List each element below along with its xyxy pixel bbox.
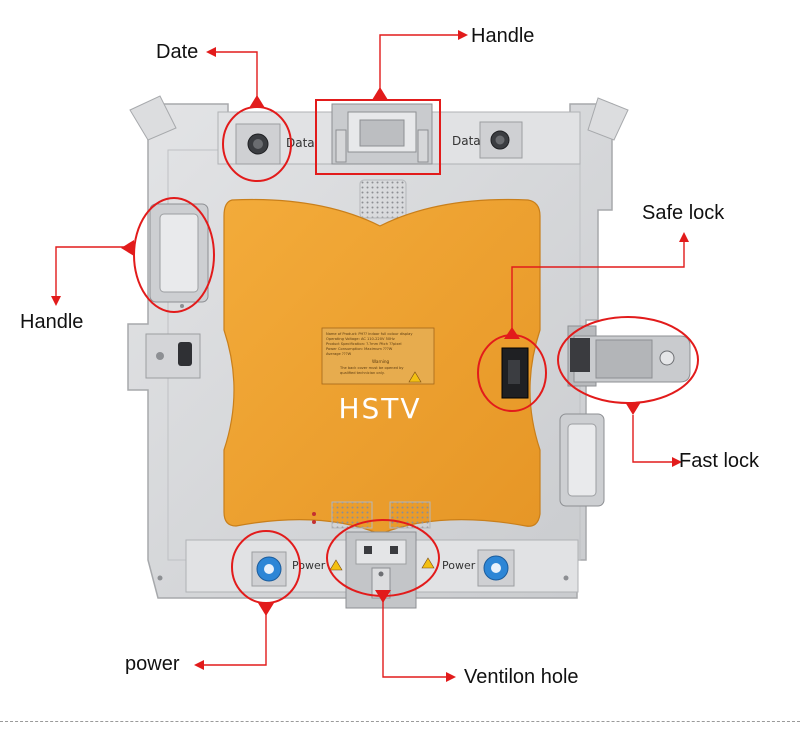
brand-logo: HSTV [338, 392, 421, 425]
status-led-2 [312, 520, 316, 524]
ethercon-connector-icon [253, 139, 263, 149]
safe-lock [501, 347, 529, 399]
data-label-right: Data [452, 134, 481, 148]
power-port-right [477, 549, 515, 587]
callout-fast-lock: Fast lock [679, 450, 760, 472]
bottom-vent-grille-left [331, 501, 373, 529]
power-label-left: Power [292, 559, 326, 572]
handle-left-leader-line [55, 246, 134, 296]
spec-line-7: The back cover must be opened by [339, 366, 404, 370]
corner-bracket-left [129, 95, 177, 141]
callout-handle-left: Handle [20, 311, 84, 333]
led-cabinet: Name of Product: PH?? indoor full colour… [127, 95, 691, 609]
fast-lock [567, 325, 691, 387]
callout-handle-top: Handle [471, 25, 535, 47]
warning-triangle-icon [408, 371, 422, 383]
fast-lock-leader-line [632, 415, 672, 463]
top-vent-grille [359, 179, 407, 219]
data-port-left [235, 123, 281, 165]
left-handle [149, 203, 209, 303]
power-leader-line [204, 613, 267, 666]
left-side-bracket [145, 333, 201, 379]
status-led-1 [312, 512, 316, 516]
spec-label-text: Name of Product: PH?? indoor full colour… [326, 332, 413, 375]
spec-line-4: Power Consumption: Maximum ???W [326, 347, 393, 351]
corner-bracket-right [587, 97, 629, 141]
safe-lock-leader-line [511, 242, 685, 336]
top-handle [331, 103, 433, 165]
callout-ventilation-hole: Ventilon hole [464, 666, 579, 688]
right-handle [559, 413, 605, 507]
spec-line-5: Average ???W [326, 352, 352, 356]
power-label-right: Power [442, 559, 476, 572]
spec-line-6: Warning [372, 359, 390, 364]
spec-line-8: qualified technician only. [340, 371, 385, 375]
data-label-left: Data [286, 136, 315, 150]
data-port-right [479, 121, 523, 159]
callout-date: Date [156, 41, 199, 63]
callout-power: power [125, 653, 180, 675]
ventilation-leader-line [382, 600, 446, 678]
bottom-dashed-divider [0, 721, 800, 722]
callout-safe-lock: Safe lock [642, 202, 725, 224]
triangle-arrow-icon [51, 30, 689, 682]
warning-triangle-icon [329, 559, 343, 571]
warning-triangle-icon [421, 557, 435, 569]
date-leader-line [216, 51, 258, 106]
spec-line-1: Name of Product: PH?? indoor full colour… [326, 332, 413, 336]
spec-line-2: Operating Voltage: AC 110-220V 50Hz [326, 337, 395, 341]
spec-line-3: Product Specification: ?.?mm Pitch ??pix… [326, 342, 402, 346]
power-port-left [251, 551, 287, 587]
handle-top-leader-line [379, 34, 460, 100]
